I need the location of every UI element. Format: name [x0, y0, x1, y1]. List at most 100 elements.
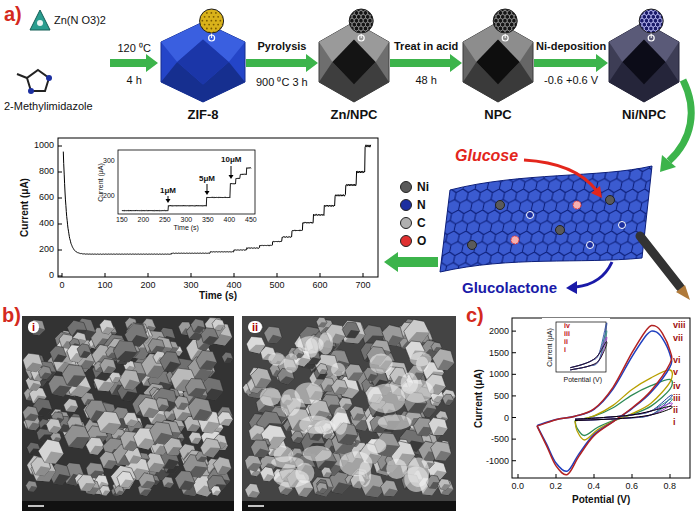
sem-crystal	[114, 486, 124, 495]
node-title: NPC	[462, 107, 534, 122]
sem-info-strip	[22, 501, 234, 511]
lattice-dot	[197, 20, 199, 22]
sem-facet	[102, 490, 110, 495]
sem-facet	[247, 463, 262, 471]
lattice-cell	[489, 10, 494, 15]
axis-tick: 0	[49, 270, 54, 280]
sem-crystal	[218, 412, 233, 426]
sem-crystal	[350, 406, 365, 420]
legend-text: Ni	[417, 180, 429, 194]
sem-crystal	[50, 346, 67, 362]
panel-letter: c)	[466, 304, 484, 327]
axis-tick: 0.2	[550, 481, 563, 491]
glucose-arrow	[524, 160, 596, 190]
sem-crystal	[251, 440, 270, 458]
inset-text: Current (μA)	[545, 328, 552, 367]
plot-frame	[58, 138, 378, 277]
annotation-arrow	[166, 199, 171, 203]
lattice-cell	[343, 22, 348, 27]
sem-crystal	[340, 320, 365, 343]
sem-facet	[178, 403, 189, 410]
lattice-dot	[210, 28, 212, 30]
sem-bright-cluster	[359, 461, 372, 487]
inset-text: 300	[181, 216, 193, 223]
ni-atom	[496, 201, 505, 210]
sem-facet	[197, 457, 207, 462]
material-node: Zn/NPC	[318, 8, 390, 122]
graphene-sheet	[440, 166, 652, 272]
sem-crystal	[404, 319, 430, 344]
lattice-cell	[514, 30, 519, 35]
sem-crystal	[246, 337, 265, 354]
cv-curve	[570, 323, 607, 370]
sem-crystal	[139, 473, 156, 488]
lattice-cell	[649, 34, 654, 39]
lattice-cell	[375, 30, 380, 35]
sem-facet	[117, 351, 137, 362]
sem-facet	[280, 488, 293, 495]
lattice-cell	[487, 22, 492, 27]
tick-mark	[234, 273, 235, 277]
lattice-cell	[350, 34, 355, 39]
sem-facet	[200, 360, 217, 370]
lattice-cell	[665, 22, 670, 27]
sem-crystal	[26, 481, 38, 492]
crystal-facet	[332, 40, 375, 85]
sem-crystal	[212, 319, 224, 331]
sem-crystal	[189, 432, 202, 444]
lattice-dot	[213, 24, 215, 26]
sem-crystal	[27, 442, 41, 454]
edge-label: Treat in acid	[394, 40, 458, 52]
lattice-cell	[514, 8, 519, 12]
lattice-dot	[206, 20, 208, 22]
node-title: Ni/NPC	[608, 107, 680, 122]
zoom-lattice	[487, 8, 523, 39]
axis-tick: 700	[356, 280, 371, 290]
sem-crystal	[148, 339, 165, 354]
lattice-cell	[343, 8, 348, 12]
zoom-lattice	[343, 8, 379, 39]
sem-facet	[129, 455, 142, 463]
zoom-outline	[200, 9, 224, 33]
lattice-dot	[215, 12, 217, 14]
lattice-cell	[343, 30, 348, 35]
legend-swatch	[400, 181, 412, 193]
legend-row: N	[400, 196, 429, 214]
lattice-cell	[345, 34, 350, 39]
curve-label: viii	[673, 320, 686, 330]
sem-facet	[248, 491, 260, 498]
sem-facet	[126, 419, 139, 426]
sem-facet	[53, 354, 66, 362]
sem-facet	[310, 433, 323, 440]
tick-mark	[58, 224, 62, 225]
lattice-cell	[363, 34, 368, 39]
sem-facet	[29, 383, 41, 390]
process-note: 48 h	[416, 74, 437, 86]
inset-text: Potential (V)	[564, 376, 603, 383]
sem-crystal	[62, 365, 86, 387]
precursor-icon	[30, 10, 50, 30]
sem-crystal	[316, 363, 327, 374]
sem-crystal	[438, 480, 454, 496]
tick-mark	[518, 474, 519, 478]
tick-mark	[512, 439, 516, 440]
sem-bright-cluster	[284, 353, 299, 373]
curve-label: vi	[673, 355, 681, 365]
annotation-arrow	[229, 175, 234, 179]
sem-bright-cluster	[314, 420, 335, 434]
zoom-lattice	[195, 8, 228, 37]
sem-bright-cluster	[369, 354, 392, 374]
sem-crystal	[117, 471, 134, 487]
legend-row: C	[400, 214, 429, 232]
inset-text: 200	[138, 216, 150, 223]
lattice-cell	[633, 14, 638, 19]
product-label: Glucolactone	[462, 279, 557, 296]
sem-image	[22, 316, 234, 511]
curve-label: i	[564, 346, 566, 353]
axis-tick: 200	[141, 280, 156, 290]
sem-bright-cluster	[333, 407, 348, 435]
lattice-cell	[638, 30, 643, 35]
lattice-cell	[343, 14, 348, 19]
curve-label: ii	[673, 405, 678, 415]
sem-facet	[319, 369, 328, 374]
